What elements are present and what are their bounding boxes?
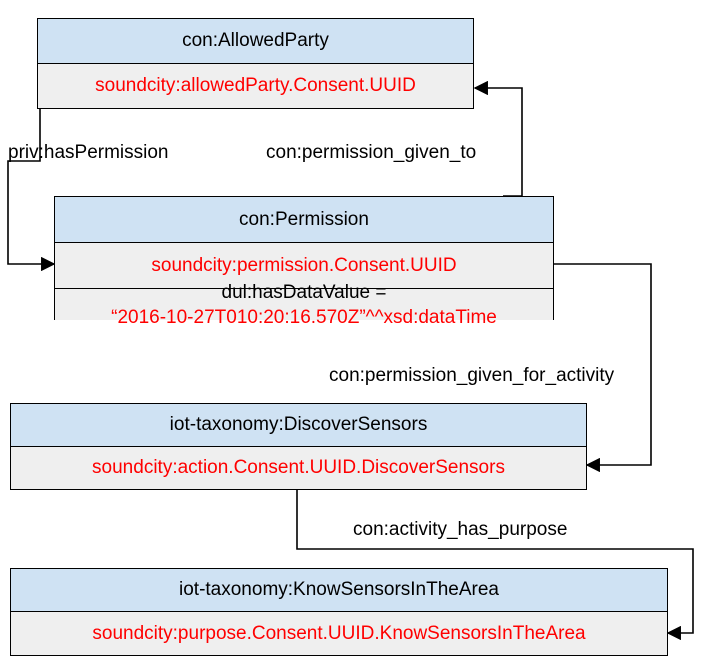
- edge-label-activity-has-purpose: con:activity_has_purpose: [353, 519, 568, 540]
- edge-activity-has-purpose: [296, 489, 694, 641]
- node-know-sensors: iot-taxonomy:KnowSensorsInTheArea soundc…: [10, 568, 668, 656]
- node-discover-sensors-title: iot-taxonomy:DiscoverSensors: [11, 404, 586, 447]
- node-know-sensors-instance: soundcity:purpose.Consent.UUID.KnowSenso…: [11, 612, 667, 655]
- node-know-sensors-title: iot-taxonomy:KnowSensorsInTheArea: [11, 569, 667, 612]
- node-discover-sensors-instance: soundcity:action.Consent.UUID.DiscoverSe…: [11, 447, 586, 489]
- node-permission-title: con:Permission: [55, 197, 553, 243]
- edge-permission-given-to: [473, 80, 523, 197]
- node-permission-data-value: “2016-10-27T010:20:16.570Z”^^xsd:dataTim…: [111, 306, 497, 328]
- edge-label-permission-given-for-activity: con:permission_given_for_activity: [329, 365, 615, 386]
- node-permission-data-value-row: dul:hasDataValue = “2016-10-27T010:20:16…: [55, 282, 553, 328]
- node-allowed-party: con:AllowedParty soundcity:allowedParty.…: [37, 18, 474, 109]
- node-discover-sensors: iot-taxonomy:DiscoverSensors soundcity:a…: [10, 403, 587, 490]
- edge-permission-given-for-activity: [554, 263, 652, 473]
- node-allowed-party-title: con:AllowedParty: [38, 19, 473, 64]
- edge-has-permission: [7, 109, 56, 272]
- node-allowed-party-instance: soundcity:allowedParty.Consent.UUID: [38, 64, 473, 108]
- node-permission-instance: soundcity:permission.Consent.UUID: [55, 243, 553, 288]
- node-permission: con:Permission soundcity:permission.Cons…: [54, 196, 554, 328]
- node-permission-data-value-label: dul:hasDataValue =: [221, 281, 387, 303]
- edge-label-permission-given-to: con:permission_given_to: [266, 142, 477, 163]
- edge-label-has-permission: priv:hasPermission: [8, 142, 169, 163]
